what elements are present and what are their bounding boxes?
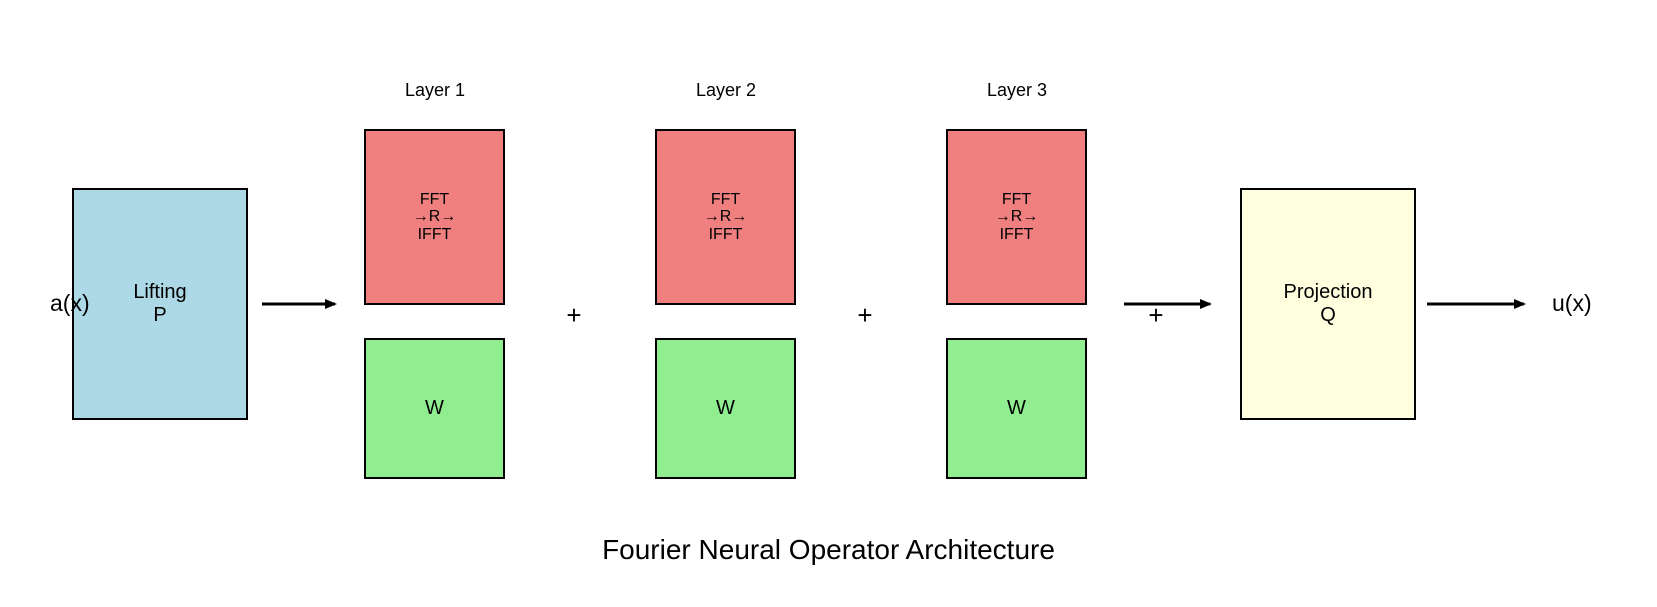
input-label: a(x) (50, 290, 90, 316)
layer-2-spectral-block: FFT →R→ IFFT (655, 129, 796, 305)
output-label: u(x) (1552, 290, 1592, 316)
layer-2-spectral-label: FFT →R→ IFFT (703, 190, 748, 243)
projection-label: Projection Q (1283, 281, 1373, 326)
layer-2-weight-label: W (716, 397, 735, 419)
layer-1-weight-block: W (364, 338, 505, 479)
layer-2-weight-block: W (655, 338, 796, 479)
layer-3-plus-sign: + (1148, 300, 1164, 330)
layer-1-weight-label: W (425, 397, 444, 419)
layer-2-title: Layer 2 (695, 80, 757, 100)
lifting-label: Lifting P (133, 281, 187, 326)
layer-3-spectral-label: FFT →R→ IFFT (994, 190, 1039, 243)
layer-1-title: Layer 1 (404, 80, 466, 100)
layer-1-plus-sign: + (566, 300, 582, 330)
layer-2-plus-sign: + (857, 300, 873, 330)
layer-1-spectral-block: FFT →R→ IFFT (364, 129, 505, 305)
projection-block: Projection Q (1240, 188, 1416, 420)
layer-3-weight-block: W (946, 338, 1087, 479)
layer-3-spectral-block: FFT →R→ IFFT (946, 129, 1087, 305)
layer-3-title: Layer 3 (986, 80, 1048, 100)
diagram-title: Fourier Neural Operator Architecture (602, 534, 1055, 565)
layer-3-weight-label: W (1007, 397, 1026, 419)
lifting-block: Lifting P (72, 188, 248, 420)
layer-1-spectral-label: FFT →R→ IFFT (412, 190, 457, 243)
